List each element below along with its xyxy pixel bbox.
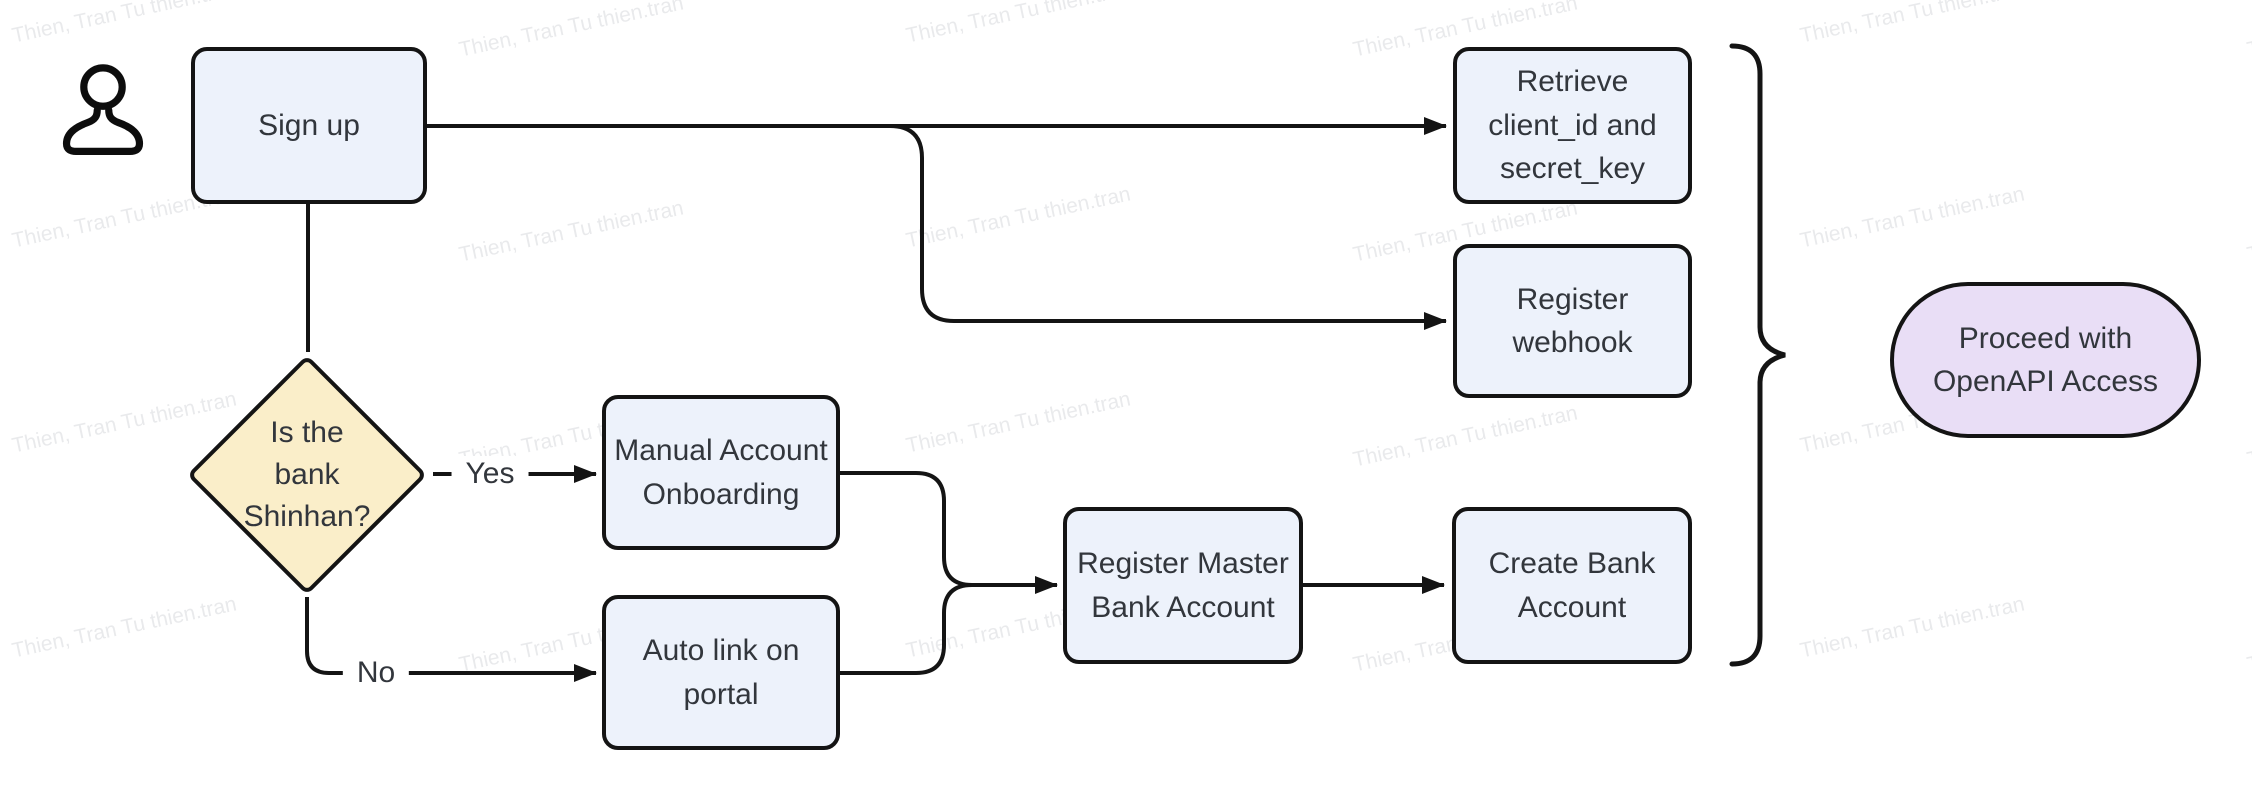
node-retrieve-credentials: Retrieve client_id and secret_key xyxy=(1453,47,1692,204)
user-icon xyxy=(62,64,144,155)
curly-brace xyxy=(1729,43,1786,667)
edge-manual-to-register-master xyxy=(840,471,1058,594)
node-register-webhook: Register webhook xyxy=(1453,244,1692,398)
node-register-master-bank-account: Register Master Bank Account xyxy=(1063,507,1303,664)
edge-decision-no xyxy=(305,597,597,682)
node-auto-link-on-portal: Auto link on portal xyxy=(602,595,840,750)
edge-signup-to-webhook xyxy=(889,124,1447,330)
edge-label-yes: Yes xyxy=(451,456,529,492)
node-proceed-openapi-access: Proceed with OpenAPI Access xyxy=(1890,282,2201,438)
edge-autolink-to-merge xyxy=(840,583,973,675)
node-sign-up: Sign up xyxy=(191,47,427,204)
edge-label-no: No xyxy=(342,655,410,691)
node-decision-is-bank-shinhan-label: Is the bank Shinhan? xyxy=(243,416,371,533)
node-manual-account-onboarding: Manual Account Onboarding xyxy=(602,395,840,550)
node-create-bank-account: Create Bank Account xyxy=(1452,507,1692,664)
